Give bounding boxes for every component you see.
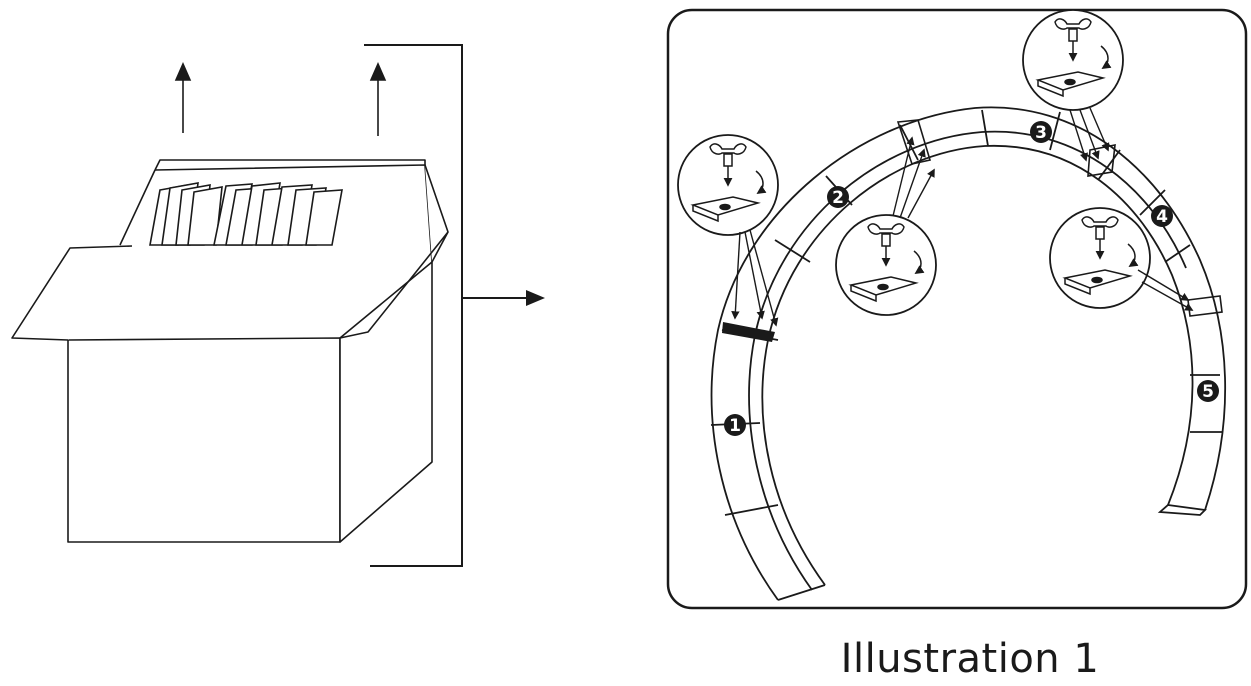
step-marker-2: 2	[827, 186, 849, 208]
open-box-drawing	[11, 159, 449, 543]
callout-leader-lines	[731, 107, 1194, 327]
step-marker-4: 4	[1151, 205, 1173, 227]
step-marker-5-label: 5	[1202, 382, 1214, 402]
step-marker-3: 3	[1030, 121, 1052, 143]
arch-parts-in-box	[149, 182, 343, 246]
wing-nut-detail	[690, 18, 1139, 303]
step-marker-5: 5	[1197, 380, 1219, 402]
illustration-frame	[666, 8, 1248, 610]
lift-out-arrows	[174, 62, 387, 136]
step-marker-1: 1	[724, 414, 746, 436]
right-arrow-head	[526, 290, 545, 306]
illustration-caption: Illustration 1	[840, 636, 1100, 682]
step-marker-3-label: 3	[1035, 123, 1047, 143]
step-marker-4-label: 4	[1156, 207, 1168, 227]
step-marker-1-label: 1	[729, 416, 741, 436]
step-marker-2-label: 2	[832, 188, 844, 208]
bracket-arrow	[364, 44, 528, 567]
